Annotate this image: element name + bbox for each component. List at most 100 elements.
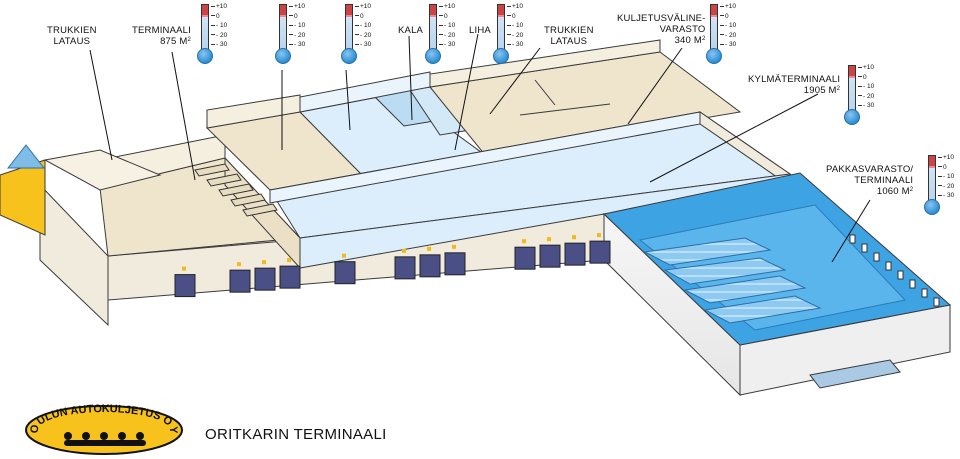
- label-kala: KALA: [398, 25, 424, 36]
- thermometer-scale-label: - 20: [355, 32, 371, 39]
- thermometer-icon: +10 0 - 10 - 20 - 30: [844, 64, 884, 127]
- loading-door: [174, 274, 196, 298]
- leader-lines: [89, 33, 871, 263]
- door-light: [262, 260, 266, 265]
- door-light: [287, 258, 291, 263]
- back-room-wall: [206, 94, 301, 129]
- thermometer-scale-label: +10: [858, 64, 874, 71]
- loading-door: [514, 246, 536, 270]
- thermometer-scale-label: - 10: [289, 22, 305, 29]
- thermometer-scale-label: - 20: [211, 32, 227, 39]
- door-light: [547, 237, 551, 242]
- door-light: [572, 235, 576, 240]
- thermometer-scale-label: +10: [507, 3, 523, 10]
- loading-door: [254, 267, 276, 291]
- loading-door: [444, 252, 466, 276]
- door-light: [402, 248, 406, 253]
- thermometer-scale-label: - 10: [720, 22, 736, 29]
- office-front: [0, 159, 46, 236]
- loading-door: [394, 256, 416, 280]
- wall-window: [849, 234, 856, 244]
- freezer-windows: [849, 234, 940, 307]
- door-light: [522, 239, 526, 244]
- thermometer-scale-label: - 20: [720, 32, 736, 39]
- glass-roof: [6, 144, 46, 169]
- loading-door: [589, 240, 611, 264]
- kylma-rooms-wall: [299, 71, 431, 113]
- thermometer-scale-label: - 30: [507, 41, 523, 48]
- thermometer-scale-label: - 20: [507, 32, 523, 39]
- loading-door: [564, 242, 586, 266]
- wall-window: [933, 297, 940, 307]
- thermometer-scale-label: - 20: [938, 183, 954, 190]
- wall-window: [885, 261, 892, 271]
- thermometer-scale-label: - 20: [858, 93, 874, 100]
- door-light: [342, 253, 346, 258]
- terminaali-racks: [194, 163, 278, 217]
- storage-rack: [194, 163, 230, 177]
- door-light: [597, 233, 601, 238]
- thermometer-scale-label: - 20: [289, 32, 305, 39]
- thermometer-scale-label: - 10: [858, 83, 874, 90]
- loading-door: [539, 244, 561, 268]
- thermometer-scale-label: +10: [938, 154, 954, 161]
- thermometer-scale-label: 0: [355, 13, 364, 20]
- page-title: ORITKARIN TERMINAALI: [205, 426, 387, 443]
- door-light: [237, 262, 241, 267]
- storage-rack: [242, 203, 278, 217]
- storage-rack: [218, 183, 254, 197]
- wall-window: [873, 252, 880, 262]
- thermometer-scale-label: - 10: [211, 22, 227, 29]
- thermometer-scale-label: - 30: [720, 41, 736, 48]
- thermometer-scale-label: - 30: [439, 41, 455, 48]
- thermometer-scale-label: - 10: [507, 22, 523, 29]
- loading-door: [279, 265, 301, 289]
- oulun-autokuljetus-logo: OULUN AUTOKULJETUS OY: [25, 404, 183, 455]
- thermometer-scale-label: - 30: [938, 192, 954, 199]
- thermometer-scale-label: 0: [439, 13, 448, 20]
- thermometer-scale-label: - 30: [858, 102, 874, 109]
- label-liha: LIHA: [469, 25, 491, 36]
- storage-rack: [206, 173, 242, 187]
- loading-door: [229, 269, 251, 293]
- thermometer-scale-label: 0: [720, 13, 729, 20]
- thermometer-scale-label: 0: [211, 13, 220, 20]
- thermometer-scale-label: - 30: [355, 41, 371, 48]
- loading-door: [334, 261, 356, 285]
- office-roof: [43, 149, 162, 191]
- office-wall: [39, 183, 109, 327]
- door-light: [427, 246, 431, 251]
- thermometer-scale-label: 0: [938, 164, 947, 171]
- wall-window: [909, 279, 916, 289]
- thermometer-scale-label: 0: [858, 74, 867, 81]
- wall-window: [897, 270, 904, 280]
- loading-doors: [174, 233, 611, 298]
- freezer-shelving: [643, 237, 822, 324]
- storage-rack: [230, 193, 266, 207]
- thermometer-scale-label: - 20: [439, 32, 455, 39]
- loading-door: [419, 254, 441, 278]
- logo-figures-icon: [64, 432, 146, 446]
- thermometer-scale-label: - 30: [211, 41, 227, 48]
- door-light: [182, 266, 186, 271]
- door-light: [452, 244, 456, 249]
- wall-window: [921, 288, 928, 298]
- thermometer-icon: +10 0 - 10 - 20 - 30: [341, 3, 381, 66]
- thermometer-scale-label: - 10: [439, 22, 455, 29]
- thermometer-scale-label: +10: [355, 3, 371, 10]
- thermometer-scale-label: +10: [289, 3, 305, 10]
- thermometer-scale-label: - 10: [355, 22, 371, 29]
